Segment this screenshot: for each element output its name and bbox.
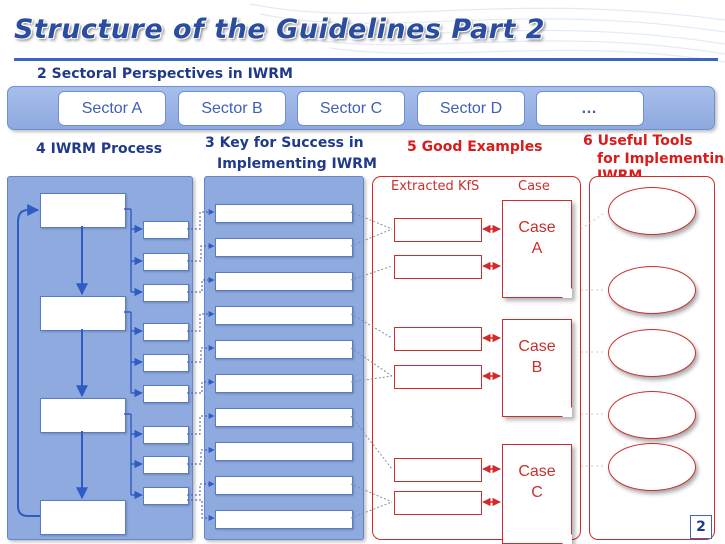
page-number: 2 xyxy=(690,515,712,539)
process-substep xyxy=(143,284,189,302)
process-heading: 4 IWRM Process xyxy=(36,141,163,157)
extracted-kfs-label: Extracted KfS xyxy=(391,179,480,194)
process-substep xyxy=(143,426,189,444)
case-c-label: Case xyxy=(518,463,556,480)
page-fold-icon xyxy=(562,534,572,544)
extracted-kfs-box xyxy=(394,458,482,482)
case-a-document: Case A xyxy=(502,200,572,298)
extracted-kfs-box xyxy=(394,327,482,351)
process-step-4 xyxy=(40,500,126,535)
case-c-letter: C xyxy=(531,484,543,501)
kfs-heading-line1: 3 Key for Success in xyxy=(205,135,364,151)
tool-oval xyxy=(608,187,696,235)
extracted-kfs-box xyxy=(394,491,482,515)
sector-c-box: Sector C xyxy=(297,91,405,126)
process-step-1 xyxy=(40,193,126,228)
case-b-document: Case B xyxy=(502,319,572,417)
kfs-item xyxy=(215,442,353,461)
tool-oval xyxy=(608,443,696,491)
process-substep xyxy=(143,385,189,403)
tool-oval xyxy=(608,391,696,439)
page-fold-icon xyxy=(562,288,572,298)
process-substep xyxy=(143,354,189,372)
case-a-label: Case xyxy=(518,219,556,236)
process-substep xyxy=(143,221,189,239)
sector-more-box: … xyxy=(536,91,644,126)
case-b-letter: B xyxy=(531,359,543,376)
case-a-letter: A xyxy=(531,240,543,257)
kfs-item xyxy=(215,374,353,393)
kfs-item xyxy=(215,340,353,359)
process-substep xyxy=(143,253,189,271)
kfs-item xyxy=(215,306,353,325)
process-step-2 xyxy=(40,296,126,331)
extracted-kfs-box xyxy=(394,365,482,389)
examples-heading: 5 Good Examples xyxy=(407,139,543,155)
tools-heading-line1: 6 Useful Tools xyxy=(583,133,693,149)
extracted-kfs-box xyxy=(394,255,482,279)
process-substep xyxy=(143,456,189,474)
sectoral-heading: 2 Sectoral Perspectives in IWRM xyxy=(37,66,293,82)
case-column-label: Case xyxy=(518,179,550,194)
sector-a-box: Sector A xyxy=(58,91,166,126)
kfs-item xyxy=(215,272,353,291)
case-c-document: Case C xyxy=(502,444,572,544)
title-divider xyxy=(14,58,718,61)
kfs-item xyxy=(215,204,353,223)
sector-d-box: Sector D xyxy=(417,91,525,126)
extracted-kfs-box xyxy=(394,218,482,242)
process-substep xyxy=(143,487,189,505)
kfs-item xyxy=(215,238,353,257)
sector-b-box: Sector B xyxy=(178,91,286,126)
page-title: Structure of the Guidelines Part 2 xyxy=(14,14,546,45)
kfs-item xyxy=(215,510,353,529)
process-step-3 xyxy=(40,398,126,433)
case-b-label: Case xyxy=(518,338,556,355)
kfs-item xyxy=(215,408,353,427)
process-substep xyxy=(143,323,189,341)
tools-heading-line2: for Implementing xyxy=(597,151,725,167)
kfs-item xyxy=(215,476,353,495)
tool-oval xyxy=(608,329,696,377)
page-fold-icon xyxy=(562,407,572,417)
kfs-heading-line2: Implementing IWRM xyxy=(217,156,377,172)
tool-oval xyxy=(608,266,696,314)
